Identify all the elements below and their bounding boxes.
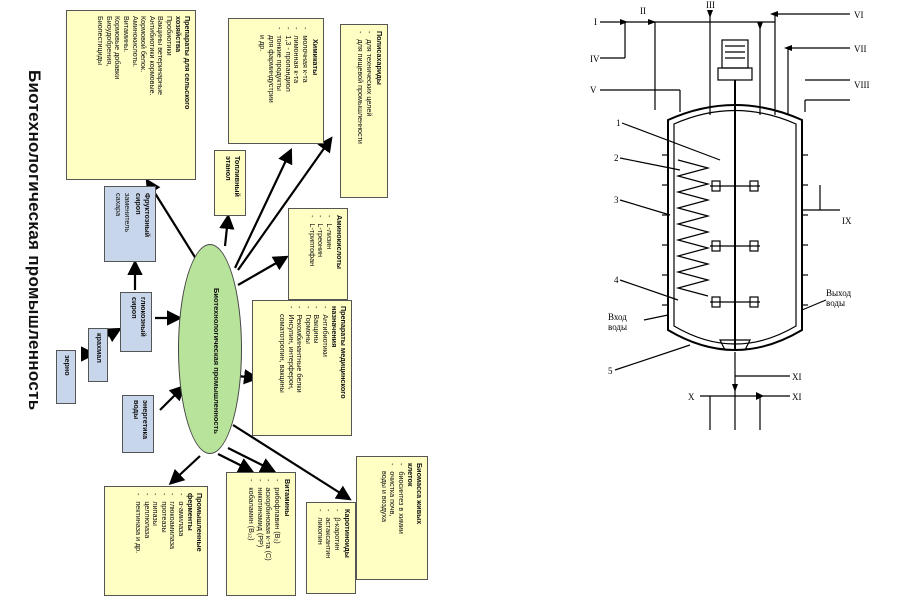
box-energy: энергетика воды [122,395,154,453]
box-chemicals: Химикаты - молочная к-та - лимонная к-та… [228,18,324,144]
label-III: III [706,0,715,10]
label-X: X [688,392,695,402]
arrow-amino [237,255,289,286]
label-4: 4 [614,275,619,285]
box-starch: крахмал [88,328,108,382]
bioreactor-labels: I II III VI IV VII VIII V IX X XI XI 1 2… [590,0,870,402]
arrow-poly [237,136,333,271]
biotech-diagram: Биотехнологическая промышленность Би [25,10,428,596]
arrow-biomass [232,424,352,501]
box-agriculture: Препараты для сельского хозяйства Пробио… [66,10,196,180]
center-ellipse [178,244,242,454]
label-2: 2 [614,153,619,163]
water-in-label: Вход воды [608,312,628,332]
label-VII: VII [854,44,867,54]
label-VI: VI [854,10,864,20]
arrow-enzymes [168,455,201,485]
box-medical: Препараты медицинского назначения - Анти… [252,300,352,436]
diagram-arrows [81,136,352,501]
label-IX: IX [842,216,852,226]
arrow-carot [217,453,254,472]
box-polysaccharides: Полисахариды - для технических целей - д… [340,24,388,198]
label-I: I [594,17,597,27]
box-grain: зерно [56,350,76,404]
arrow-ethanol [219,213,235,247]
arrow-chem [234,148,293,269]
box-carotenoids: Каротиноиды - β-каротин - астаксантин - … [306,502,356,594]
label-II-a: II [640,6,646,16]
box-fructose: Фруктозный сироп заменитель сахара [104,186,156,262]
box-biomass: Биомасса живых клеток - биосинтез в хими… [356,456,428,580]
box-enzymes: Промышленные ферменты - α-амилаза - глюк… [104,486,208,596]
box-ethanol: Топливный этанол [214,150,246,216]
label-V: V [590,85,597,95]
arrow-vitamins [227,447,276,472]
bioreactor-drawing: I II III VI IV VII VIII V IX X XI XI 1 2… [590,0,870,430]
label-3: 3 [614,195,619,205]
label-1: 1 [616,118,621,128]
label-XI-a: XI [792,372,802,382]
water-out-label: Выход воды [826,288,852,308]
box-glucose: глюкозный сироп [120,292,152,352]
center-label: Биотехнологическая промышленность [212,288,221,434]
arrow-energy-center [159,384,186,411]
arrow-agri [145,178,199,263]
label-VIII: VIII [854,80,870,90]
box-vitamins: Витамины - рибофлавин (B₂) - аскорбинова… [226,472,296,596]
label-IV: IV [590,54,600,64]
label-XI-b: XI [792,392,802,402]
label-5: 5 [608,366,613,376]
box-amino-acids: Аминокислоты - L-лизин - L-треонин - L-т… [288,208,348,300]
bioreactor-schematic: I II III VI IV VII VIII V IX X XI XI 1 2… [560,0,905,600]
